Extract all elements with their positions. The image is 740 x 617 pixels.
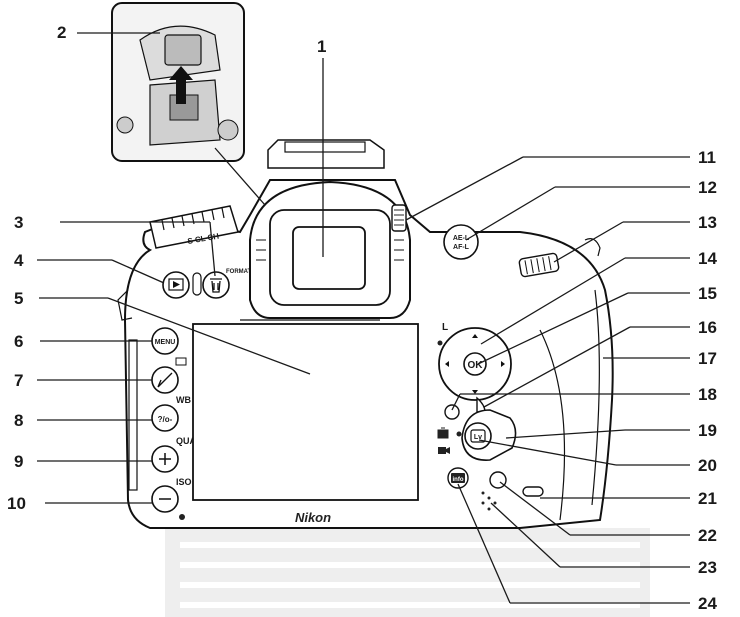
eyecup-removal-inset [111,2,266,206]
callout-5: 5 [14,289,23,308]
svg-text:QUAL: QUAL [176,436,202,446]
callout-3: 3 [14,213,23,232]
ok-button[interactable]: OK [468,360,484,371]
camera-base-shadow [165,528,650,617]
callout-24: 24 [698,594,717,613]
multi-selector[interactable]: OK [438,327,512,401]
callout-18: 18 [698,385,717,404]
lock-label: L [442,322,448,333]
viewfinder-eyepiece [292,226,366,290]
grip-contour [539,329,566,521]
svg-text:info: info [453,477,464,483]
svg-text:?/o-: ?/o- [158,415,173,424]
zoom-out-iso-button[interactable]: ISO [151,477,192,513]
card-slot-cover-latch[interactable] [522,486,544,497]
up-arrow-icon [472,334,478,338]
zoom-in-qual-button[interactable]: QUAL [151,436,202,473]
speaker [481,491,497,511]
live-view-button[interactable]: Lv [464,422,492,450]
right-arrow-icon [501,361,505,367]
svg-text:AE-L: AE-L [453,235,470,242]
playback-button[interactable] [162,271,190,299]
callout-22: 22 [698,526,717,545]
callout-19: 19 [698,421,717,440]
up-arrow-icon [169,66,193,104]
retouch-button[interactable] [151,357,187,394]
callout-2: 2 [57,23,66,42]
format-label: FORMAT [226,269,252,275]
pencil-icon [157,372,173,388]
strap-lug-left [117,289,133,321]
callout-1: 1 [317,37,326,56]
movie-camera-icon [438,447,450,454]
accessory-shoe [284,141,366,153]
eye-sensor-slot [192,272,202,296]
callout-14: 14 [698,249,717,268]
lock-dot [437,340,443,346]
callout-13: 13 [698,213,717,232]
callout-8: 8 [14,411,23,430]
camera-icon [437,427,449,439]
strap-lug-right [584,238,601,257]
callout-21: 21 [698,489,717,508]
trash-icon [210,278,222,293]
info-button[interactable]: info [447,467,469,489]
callout-12: 12 [698,178,717,197]
memory-card-access-lamp [444,404,460,420]
delete-button[interactable] [202,271,230,299]
grip-contour-2 [591,289,600,506]
callout-20: 20 [698,456,717,475]
monitor [192,323,419,501]
callout-16: 16 [698,318,717,337]
zoom-in-icon [159,453,171,465]
main-command-dial[interactable] [518,252,560,278]
callout-10: 10 [7,494,26,513]
svg-text:WB: WB [176,395,191,405]
callout-6: 6 [14,332,23,351]
brand-logo: Nikon [295,510,331,525]
i-button[interactable] [489,471,507,489]
memory-access-lamp [179,514,185,520]
menu-button[interactable]: MENU [151,327,179,355]
diopter-adjustment-control[interactable] [391,204,407,232]
callout-17: 17 [698,349,717,368]
help-protect-wb-button[interactable]: ?/o- WB [151,395,191,432]
svg-text:MENU: MENU [155,339,176,346]
left-arrow-icon [445,361,449,367]
eyecup-ridges [256,239,404,261]
svg-text:AF-L: AF-L [453,244,470,251]
svg-text:Lv: Lv [474,434,482,441]
callout-4: 4 [14,251,24,270]
callout-7: 7 [14,371,23,390]
callout-23: 23 [698,558,717,577]
svg-text:ISO: ISO [176,477,192,487]
down-arrow-icon [472,390,478,394]
lv-dot [456,431,462,437]
callout-lines [37,32,690,604]
memory-card-door [128,339,138,491]
callout-11: 11 [698,148,716,167]
callout-numbers: 1 2 3 4 5 6 7 8 9 10 11 12 13 14 15 16 1… [7,23,717,613]
callout-15: 15 [698,284,717,303]
ae-af-lock-button[interactable]: AE-L AF-L [443,224,479,260]
callout-9: 9 [14,452,23,471]
